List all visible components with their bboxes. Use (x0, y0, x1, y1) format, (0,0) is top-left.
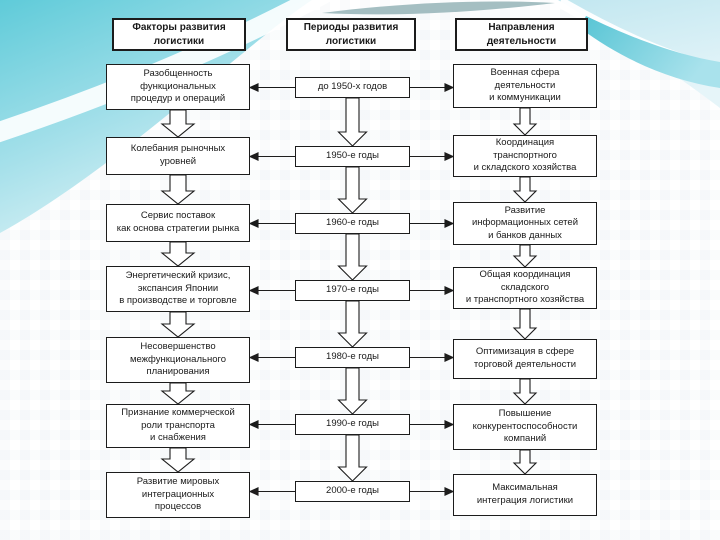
period-to-factor-arrow-6-head (248, 420, 259, 429)
down-block-arrow-middle-4 (337, 300, 368, 348)
factor-box-3: Сервис поставок как основа стратегии рын… (106, 204, 250, 242)
period-to-direction-arrow-3-head (444, 219, 455, 228)
down-block-arrow-left-2 (160, 174, 196, 205)
header-factors: Факторы развития логистики (112, 18, 246, 51)
period-box-4: 1970-е годы (295, 280, 410, 301)
factor-box-5: Несовершенство межфункционального планир… (106, 337, 250, 383)
down-block-arrow-right-4 (512, 308, 538, 340)
down-block-arrow-left-3 (160, 241, 196, 267)
down-block-arrow-right-5 (512, 378, 538, 405)
factor-box-7: Развитие мировых интеграционных процессо… (106, 472, 250, 518)
period-to-direction-arrow-4-head (444, 286, 455, 295)
direction-box-5: Оптимизация в сфере торговой деятельност… (453, 339, 597, 379)
period-to-direction-arrow-1-head (444, 83, 455, 92)
period-to-direction-arrow-7-head (444, 487, 455, 496)
top-left-wave-shape (0, 0, 312, 233)
factor-box-2: Колебания рыночных уровней (106, 137, 250, 175)
period-to-factor-arrow-1-head (248, 83, 259, 92)
factor-box-1: Разобщенность функциональных процедур и … (106, 64, 250, 110)
period-box-5: 1980-е годы (295, 347, 410, 368)
down-block-arrow-middle-2 (337, 166, 368, 214)
period-to-factor-arrow-4-head (248, 286, 259, 295)
down-block-arrow-left-6 (160, 447, 196, 473)
period-to-factor-arrow-3-head (248, 219, 259, 228)
period-box-1: до 1950-х годов (295, 77, 410, 98)
period-box-7: 2000-е годы (295, 481, 410, 502)
down-block-arrow-left-4 (160, 311, 196, 338)
period-to-direction-arrow-5-head (444, 353, 455, 362)
header-periods: Периоды развития логистики (286, 18, 416, 51)
period-box-2: 1950-е годы (295, 146, 410, 167)
down-block-arrow-left-5 (160, 382, 196, 405)
direction-box-3: Развитие информационных сетей и банков д… (453, 202, 597, 245)
down-block-arrow-middle-3 (337, 233, 368, 281)
top-right-cyan-band (580, 16, 720, 88)
period-to-factor-arrow-5-head (248, 353, 259, 362)
down-block-arrow-right-2 (512, 176, 538, 203)
period-to-direction-arrow-6-head (444, 420, 455, 429)
period-to-direction-arrow-2-head (444, 152, 455, 161)
top-right-corner-shape (558, 0, 720, 108)
period-box-3: 1960-е годы (295, 213, 410, 234)
down-block-arrow-left-1 (160, 109, 196, 138)
down-block-arrow-right-6 (512, 449, 538, 475)
direction-box-2: Координация транспортного и складского х… (453, 135, 597, 177)
down-block-arrow-middle-1 (337, 97, 368, 147)
header-directions: Направления деятельности (455, 18, 588, 51)
direction-box-7: Максимальная интеграция логистики (453, 474, 597, 516)
top-center-teal-sliver (322, 1, 555, 15)
period-to-factor-arrow-2-head (248, 152, 259, 161)
period-to-factor-arrow-7-head (248, 487, 259, 496)
factor-box-4: Энергетический кризис, экспансия Японии … (106, 266, 250, 312)
down-block-arrow-right-1 (512, 107, 538, 136)
down-block-arrow-middle-5 (337, 367, 368, 415)
down-block-arrow-right-3 (512, 244, 538, 268)
period-box-6: 1990-е годы (295, 414, 410, 435)
factor-box-6: Признание коммерческой роли транспорта и… (106, 404, 250, 448)
direction-box-4: Общая координация складского и транспорт… (453, 267, 597, 309)
down-block-arrow-middle-6 (337, 434, 368, 482)
direction-box-6: Повышение конкурентоспособности компаний (453, 404, 597, 450)
direction-box-1: Военная сфера деятельности и коммуникаци… (453, 64, 597, 108)
